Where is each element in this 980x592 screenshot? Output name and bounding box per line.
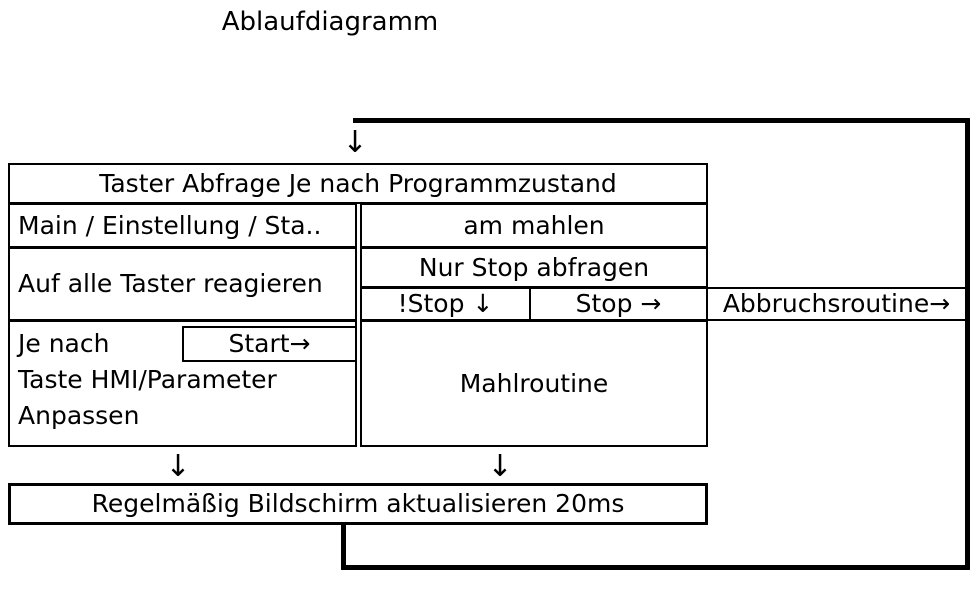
- loop-bottom-line: [341, 565, 970, 570]
- box-mill-routine: Mahlroutine: [360, 320, 708, 447]
- box-right-state: am mahlen: [360, 203, 708, 248]
- arrow-into-header: ↓: [342, 125, 368, 160]
- box-left-state: Main / Einstellung / Sta..: [8, 203, 357, 248]
- loop-bottom-riser-line: [341, 524, 346, 569]
- page-title: Ablaufdiagramm: [221, 7, 439, 37]
- loop-right-line: [965, 118, 970, 570]
- box-header: Taster Abfrage Je nach Programmzustand: [8, 163, 708, 204]
- box-refresh: Regelmäßig Bildschirm aktualisieren 20ms: [8, 483, 708, 525]
- box-abort-routine: Abbruchsroutine→: [706, 287, 967, 321]
- arrow-right-to-refresh: ↓: [487, 449, 513, 484]
- box-right-query: Nur Stop abfragen: [360, 247, 708, 288]
- box-branch-not-stop: !Stop ↓: [360, 287, 531, 321]
- loop-top-line: [353, 118, 970, 123]
- box-branch-stop: Stop →: [529, 287, 708, 321]
- box-left-action: Auf alle Taster reagieren: [8, 247, 357, 321]
- box-start-branch: Start→: [182, 326, 357, 362]
- arrow-left-to-refresh: ↓: [165, 449, 191, 484]
